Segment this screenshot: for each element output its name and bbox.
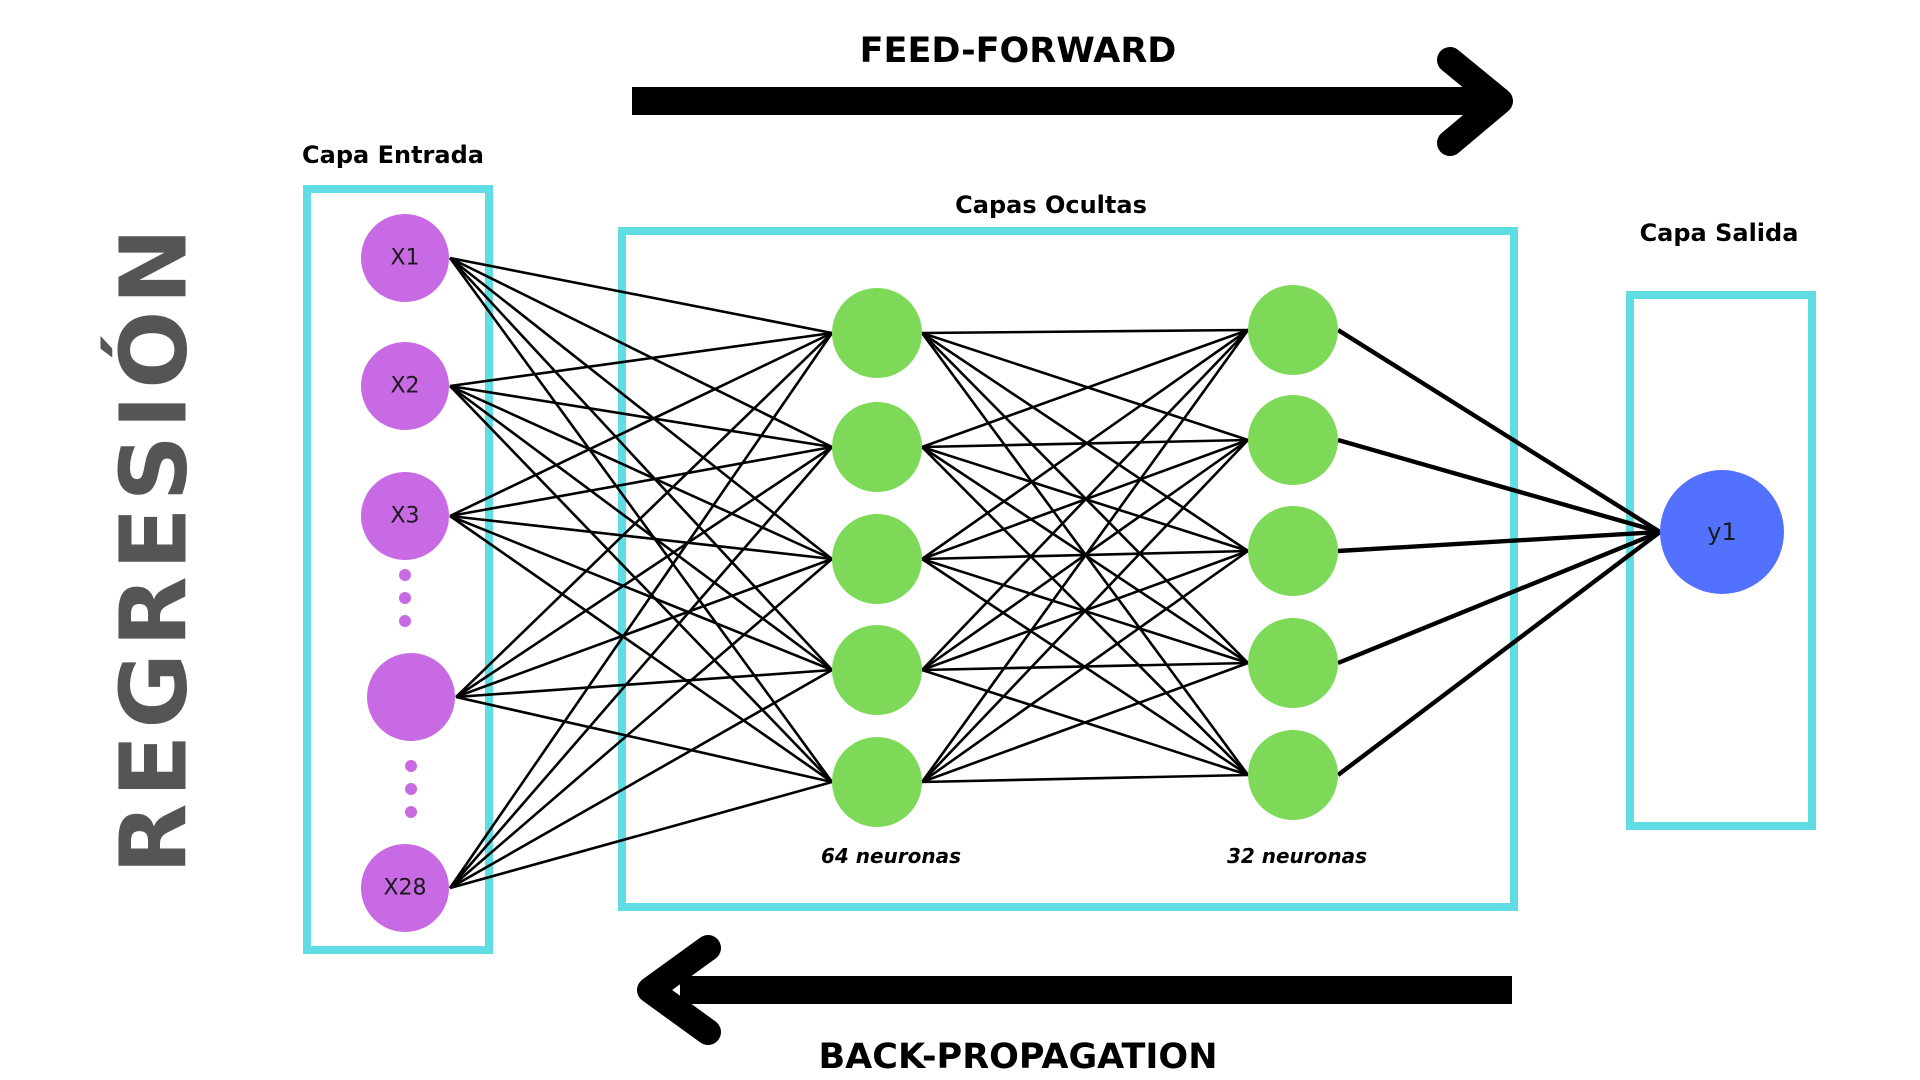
edge-hidden1-to-hidden2	[921, 329, 1249, 671]
output-layer-box	[1626, 291, 1816, 830]
svg-text:X3: X3	[390, 504, 419, 529]
hidden-layer-2-caption: 32 neuronas	[1227, 844, 1367, 868]
edge-input-to-hidden1	[449, 780, 833, 890]
input-node: X2	[361, 342, 449, 430]
back-propagation-label: BACK-PROPAGATION	[819, 1037, 1218, 1077]
edge-input-to-hidden1	[449, 384, 833, 561]
edge-hidden1-to-hidden2	[921, 328, 1249, 561]
edge-input-to-hidden1	[449, 384, 833, 449]
input-node: X1	[361, 214, 449, 302]
edge-input-to-hidden1	[455, 445, 833, 699]
edge-hidden2-to-output	[1337, 529, 1661, 554]
hidden-layer-1-node	[832, 402, 922, 492]
edge-input-to-hidden1	[448, 332, 834, 889]
feed-forward-label: FEED-FORWARD	[860, 31, 1177, 71]
svg-text:X28: X28	[383, 876, 426, 901]
edge-input-to-hidden1	[449, 256, 833, 449]
hidden-layer-2-node	[1248, 730, 1338, 820]
edge-input-to-hidden1	[449, 256, 833, 335]
edge-hidden1-to-hidden2	[921, 331, 1249, 442]
input-node: X3	[361, 472, 449, 560]
edge-hidden1-to-hidden2	[921, 328, 1249, 449]
edge-hidden1-to-hidden2	[921, 439, 1249, 783]
hidden-layers-title: Capas Ocultas	[955, 191, 1147, 219]
svg-text:y1: y1	[1707, 518, 1736, 546]
diagram-title: REGRESIÓN	[98, 222, 207, 875]
output-layer-title: Capa Salida	[1640, 219, 1799, 247]
edge-input-to-hidden1	[448, 257, 834, 783]
hidden-layer-1-node	[832, 514, 922, 604]
hidden-layer-2-node	[1248, 618, 1338, 708]
back-propagation-arrow	[637, 935, 1512, 1045]
edge-hidden1-to-hidden2	[921, 331, 1249, 553]
edge-hidden1-to-hidden2	[921, 549, 1249, 784]
hidden-layer-2-node	[1248, 506, 1338, 596]
edge-input-to-hidden1	[449, 668, 833, 890]
svg-text:X2: X2	[390, 374, 419, 399]
hidden-layer-1-caption: 64 neuronas	[821, 844, 961, 868]
input-node: X28	[361, 844, 449, 932]
input-node	[367, 653, 455, 741]
edge-input-to-hidden1	[449, 385, 833, 783]
edge-input-to-hidden1	[449, 445, 833, 518]
edge-input-to-hidden1	[449, 558, 833, 889]
edge-hidden1-to-hidden2	[921, 773, 1249, 784]
edge-hidden1-to-hidden2	[920, 329, 1250, 783]
output-node: y1	[1660, 470, 1784, 594]
hidden-layer-1-node	[832, 737, 922, 827]
edge-hidden1-to-hidden2	[921, 328, 1249, 335]
edge-hidden2-to-output	[1337, 437, 1661, 535]
hidden-layer-2-node	[1248, 395, 1338, 485]
edge-input-to-hidden1	[455, 557, 833, 699]
edge-input-to-hidden1	[449, 514, 833, 561]
edge-input-to-hidden1	[449, 331, 833, 518]
edge-hidden2-to-output	[1336, 530, 1662, 777]
hidden-layers-box	[618, 227, 1518, 911]
hidden-layer-1-node	[832, 288, 922, 378]
input-ellipsis-upper	[399, 569, 411, 627]
svg-text:X1: X1	[390, 246, 419, 271]
edge-hidden2-to-output	[1337, 529, 1661, 666]
hidden-layer-2-node	[1248, 285, 1338, 375]
input-ellipsis-lower	[405, 760, 417, 818]
edge-input-to-hidden1	[449, 257, 833, 671]
hidden-layer-1-node	[832, 625, 922, 715]
edge-input-to-hidden1	[449, 256, 833, 561]
edge-input-to-hidden1	[449, 514, 833, 784]
edge-input-to-hidden1	[455, 332, 833, 698]
edge-input-to-hidden1	[455, 695, 833, 784]
input-layer-box	[303, 185, 493, 954]
edge-input-to-hidden1	[449, 514, 833, 672]
edge-input-to-hidden1	[449, 384, 833, 672]
edge-input-to-hidden1	[449, 331, 833, 388]
edge-hidden1-to-hidden2	[921, 661, 1249, 784]
edge-input-to-hidden1	[449, 446, 833, 889]
input-layer-title: Capa Entrada	[302, 141, 484, 169]
edge-input-to-hidden1	[455, 668, 833, 699]
connection-lines	[448, 256, 1662, 890]
feed-forward-arrow	[632, 47, 1513, 156]
edge-hidden2-to-output	[1336, 328, 1662, 534]
